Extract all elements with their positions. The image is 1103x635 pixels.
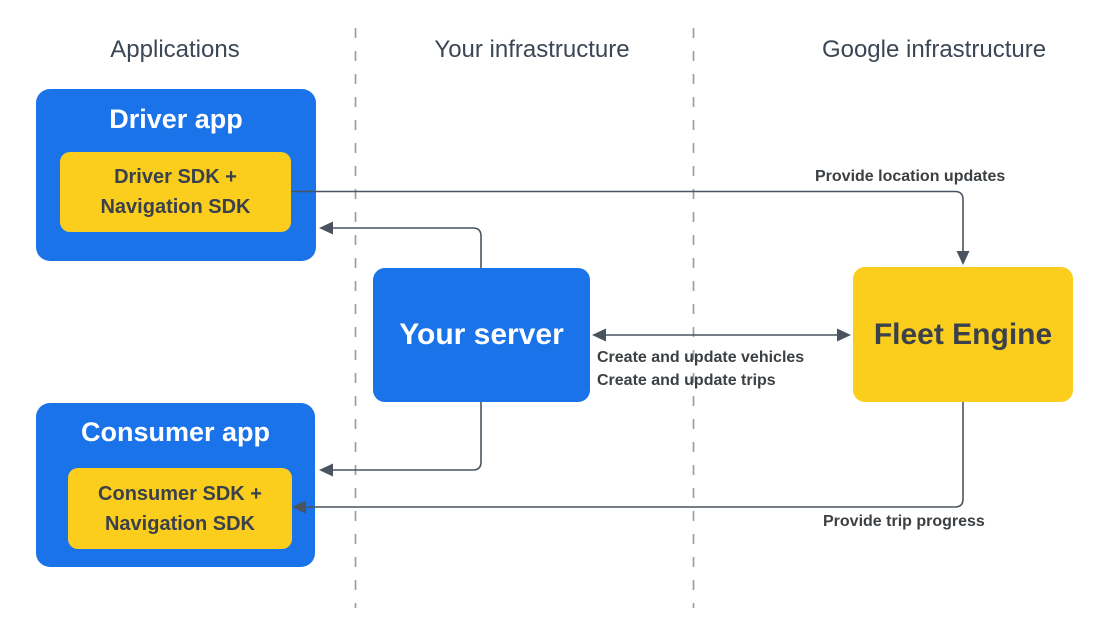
edge-label-provide-trip-progress: Provide trip progress [823, 513, 985, 530]
lane-header-google-infrastructure: Google infrastructure [821, 36, 1047, 63]
lane-header-applications: Applications [110, 36, 240, 63]
consumer-sdk-label: Consumer SDK + Navigation SDK [68, 468, 292, 549]
consumer-sdk-line1: Consumer SDK + [98, 482, 262, 505]
arrowhead-left-driver-app [319, 221, 333, 235]
arrow-driver-to-fleet [291, 190, 964, 252]
arrowhead-down-fleet-top [956, 251, 970, 265]
driver-app-title: Driver app [109, 104, 243, 134]
lane-header-your-infrastructure: Your infrastructure [434, 36, 630, 63]
driver-sdk-line2: Navigation SDK [100, 196, 251, 218]
fleet-engine-title: Fleet Engine [873, 317, 1053, 351]
edge-label-provide-location-updates: Provide location updates [815, 168, 1006, 185]
arrowhead-left-consumer-app [319, 463, 333, 477]
driver-sdk-line1: Driver SDK + [114, 166, 237, 188]
driver-sdk-box: Driver SDK + Navigation SDK [60, 152, 291, 232]
fleet-engine-box: Fleet Engine [853, 267, 1073, 402]
arrow-fleet-to-consumer-sdk [306, 402, 964, 508]
driver-sdk-label: Driver SDK + Navigation SDK [60, 152, 291, 232]
arrowhead-right-fleet-engine [837, 328, 851, 342]
edge-label-create-update-trips: Create and update trips [597, 372, 776, 389]
arrowhead-left-your-server [592, 328, 606, 342]
consumer-app-title: Consumer app [80, 417, 271, 447]
your-server-title: Your server [399, 318, 564, 351]
arrow-server-to-consumer-app [333, 402, 482, 471]
edge-label-create-update-vehicles: Create and update vehicles [597, 349, 805, 366]
edge-label-create-update: Create and update vehicles Create and up… [597, 346, 804, 392]
consumer-sdk-line2: Navigation SDK [104, 512, 256, 535]
your-server-box: Your server [373, 268, 590, 402]
consumer-sdk-box: Consumer SDK + Navigation SDK [68, 468, 292, 549]
arrow-server-to-driver-app [333, 227, 482, 268]
